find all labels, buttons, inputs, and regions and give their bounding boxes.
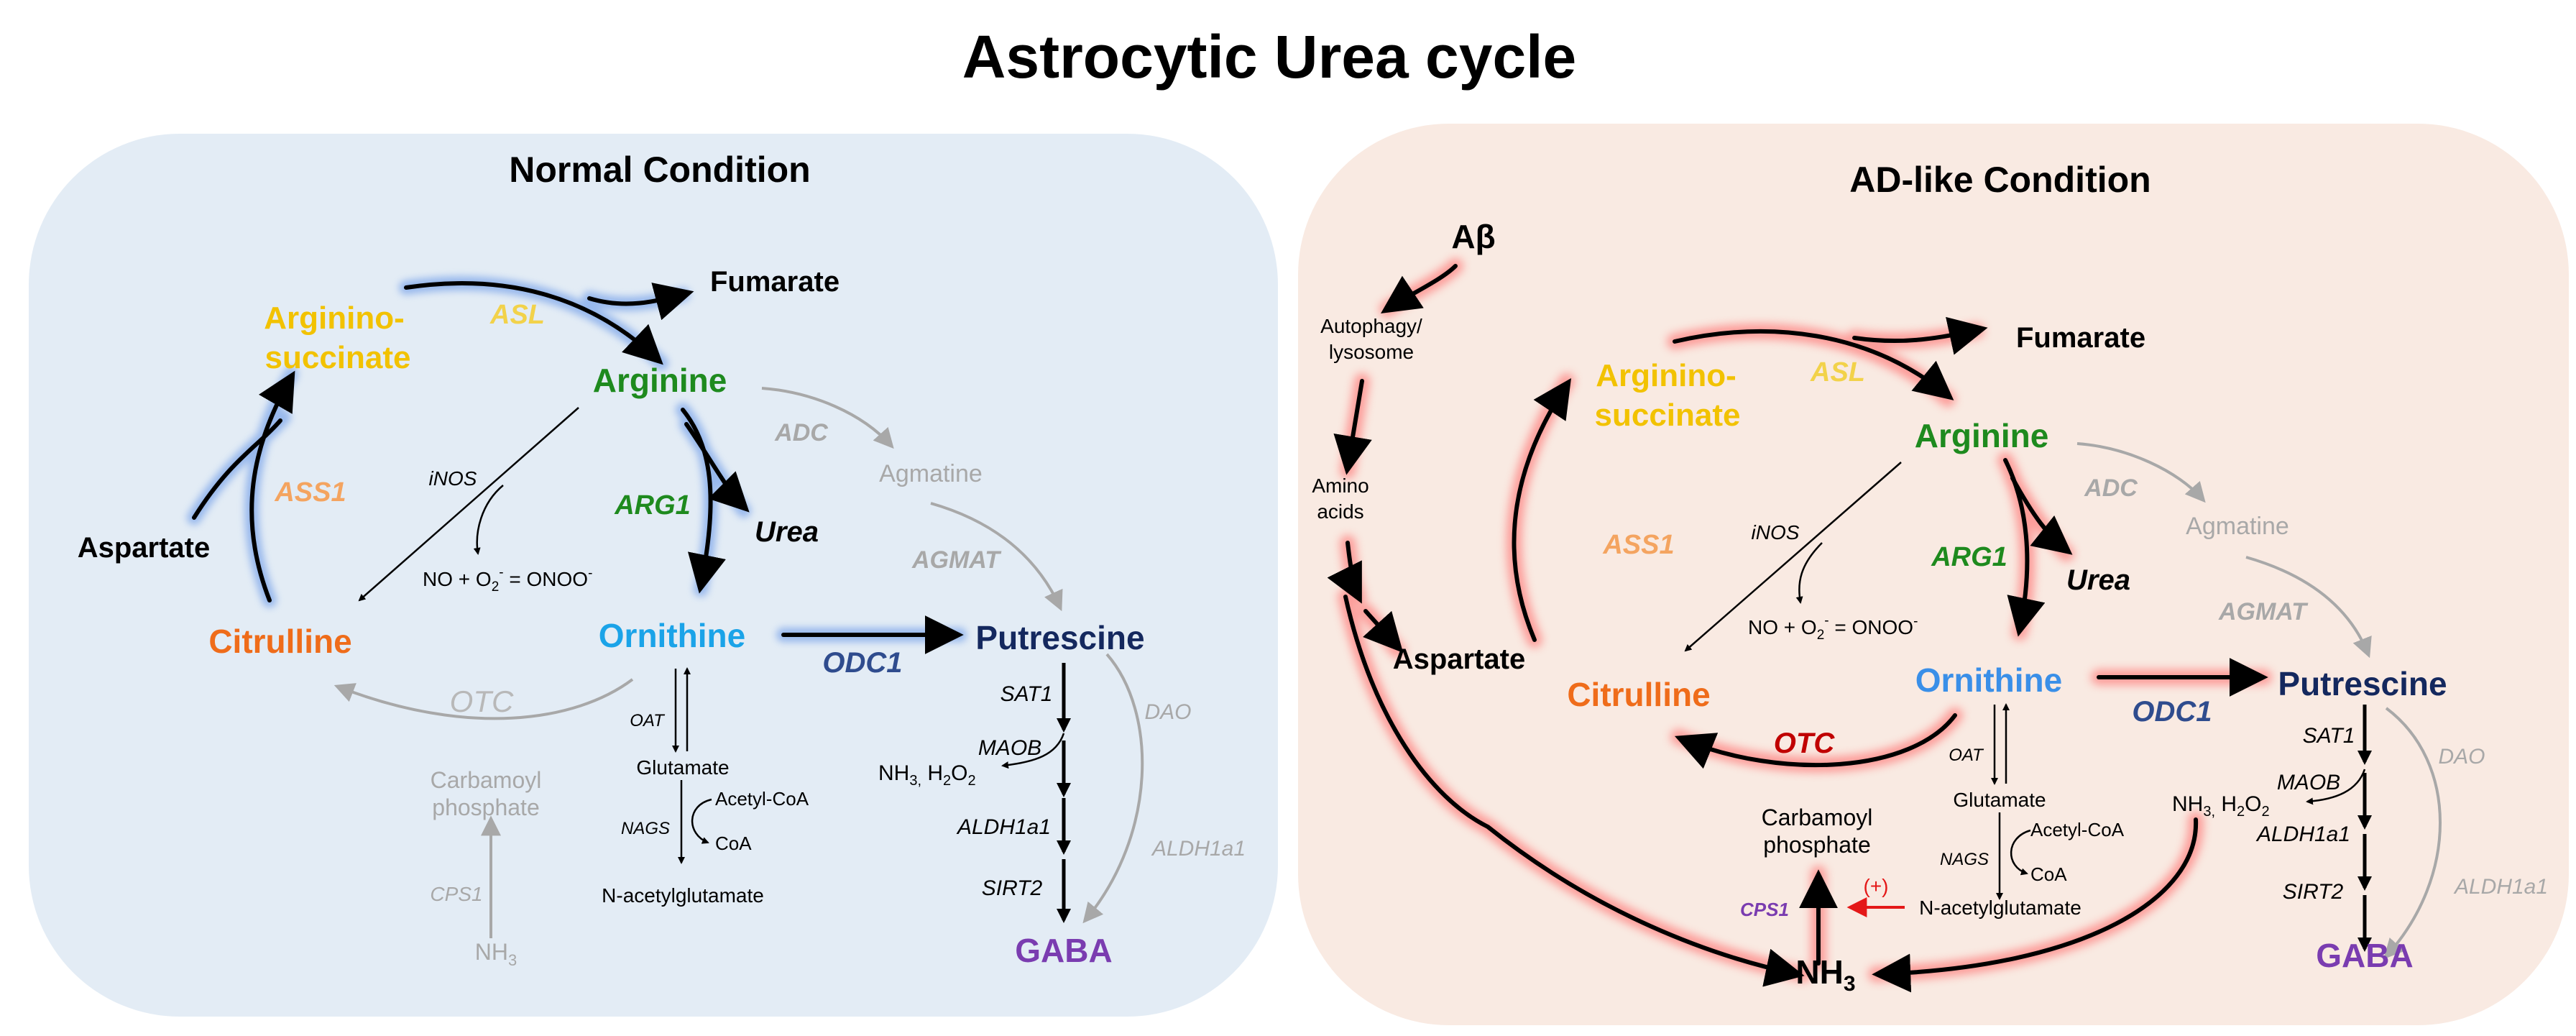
normal-agmatine: Agmatine [879,460,983,487]
ad-acetyl-coa: Acetyl-CoA [2030,819,2125,840]
ad-otc-label: OTC [1774,728,1836,759]
normal-arg1-label: ARG1 [614,490,691,521]
normal-agmat-label: AGMAT [911,546,1002,574]
normal-thin-paths [358,407,712,864]
ad-panel-bg [1298,124,2569,1025]
ad-aldh1a1-label: ALDH1a1 [2255,822,2350,846]
normal-dao-label: DAO [1144,700,1191,724]
normal-citrulline: Citrulline [208,623,351,660]
ad-no-onoo: NO + O2- = ONOO- [1748,613,1918,643]
normal-main-paths [192,281,964,654]
normal-arginine: Arginine [593,362,727,399]
normal-urea: Urea [755,516,819,548]
normal-maob-branch [1001,733,1065,769]
ad-asl-label: ASL [1810,357,1865,388]
normal-no-onoo: NO + O2- = ONOO- [423,565,592,595]
normal-odc1-label: ODC1 [822,647,902,679]
ad-agmatine: Agmatine [2186,513,2289,540]
figure-title: Astrocytic Urea cycle [962,23,1576,91]
ad-aspartate: Aspartate [1393,643,1526,675]
ad-heading: AD-like Condition [1849,160,2150,200]
ad-sirt2-label: SIRT2 [2283,880,2344,904]
ad-ass1-label: ASS1 [1602,530,1674,560]
ad-nags-label: NAGS [1940,850,1989,869]
ad-glutamate: Glutamate [1953,789,2046,811]
ad-nh3-h2o2: NH3, H2O2 [2172,792,2270,820]
normal-nh3-h2o2: NH3, H2O2 [878,761,976,789]
ad-n-acetylglutamate: N-acetylglutamate [1919,897,2082,919]
ad-dao-label: DAO [2438,745,2485,769]
ad-urea: Urea [2066,564,2130,596]
ad-sat1-label: SAT1 [2303,724,2355,748]
ad-coa: CoA [2030,863,2067,885]
ad-fumarate: Fumarate [2016,322,2145,354]
normal-maob-label: MAOB [978,736,1041,760]
ad-arg1-label: ARG1 [1931,542,2007,572]
normal-n-acetylglutamate: N-acetylglutamate [602,884,764,907]
ad-oat-label: OAT [1949,746,1984,765]
ad-adc-label: ADC [2084,475,2138,502]
normal-gaba: GABA [1015,932,1112,969]
normal-glutamate: Glutamate [636,756,729,779]
ad-arginine: Arginine [1915,417,2049,454]
ad-inos-label: iNOS [1752,521,1800,544]
ad-citrulline: Citrulline [1567,676,1710,713]
normal-cps1-label: CPS1 [430,883,482,905]
ad-putrescine: Putrescine [2278,665,2447,702]
normal-putrescine: Putrescine [975,619,1144,656]
normal-aldh1a1-label: ALDH1a1 [956,815,1051,839]
normal-otc-label: OTC [450,684,514,718]
ad-cps1-label: CPS1 [1740,899,1789,920]
ad-odc1-label: ODC1 [2132,696,2212,728]
normal-oat-label: OAT [630,711,666,730]
normal-sirt2-label: SIRT2 [982,876,1043,900]
normal-gray-paths [334,387,1144,938]
normal-ornithine: Ornithine [599,617,745,654]
normal-heading: Normal Condition [509,150,810,190]
normal-acetyl-coa: Acetyl-CoA [715,788,809,810]
ad-gaba: GABA [2316,937,2413,974]
normal-sat1-label: SAT1 [1000,682,1053,706]
ad-aldh1a1-side-label: ALDH1a1 [2453,875,2548,899]
normal-inos-label: iNOS [429,467,477,490]
normal-coa: CoA [715,833,752,854]
ad-argininosuccinate: Arginino-succinate [1595,358,1741,433]
ad-ornithine: Ornithine [1915,661,2062,699]
ad-thin-paths [1684,462,2031,900]
ad-plus-label: (+) [1864,875,1889,897]
normal-argininosuccinate: Arginino-succinate [264,301,410,375]
normal-ass1-label: ASS1 [274,477,346,508]
normal-nh3: NH3 [475,939,517,969]
ad-main-paths [1327,264,2268,993]
normal-aldh1a1-side-label: ALDH1a1 [1151,837,1246,861]
normal-fumarate: Fumarate [710,266,840,298]
normal-nags-label: NAGS [621,819,670,838]
ad-nh3: NH3 [1795,953,1855,996]
normal-adc-label: ADC [774,419,828,446]
ad-abeta: Aβ [1451,218,1495,255]
ad-maob-label: MAOB [2277,771,2340,794]
normal-asl-label: ASL [489,300,545,330]
ad-maob-branch [2306,769,2366,805]
normal-panel-bg [29,134,1278,1017]
ad-agmat-label: AGMAT [2218,598,2309,625]
normal-aspartate: Aspartate [78,532,211,564]
ad-autophagy-lysosome: Autophagy/lysosome [1320,315,1422,363]
ad-gray-paths [2076,442,2442,960]
